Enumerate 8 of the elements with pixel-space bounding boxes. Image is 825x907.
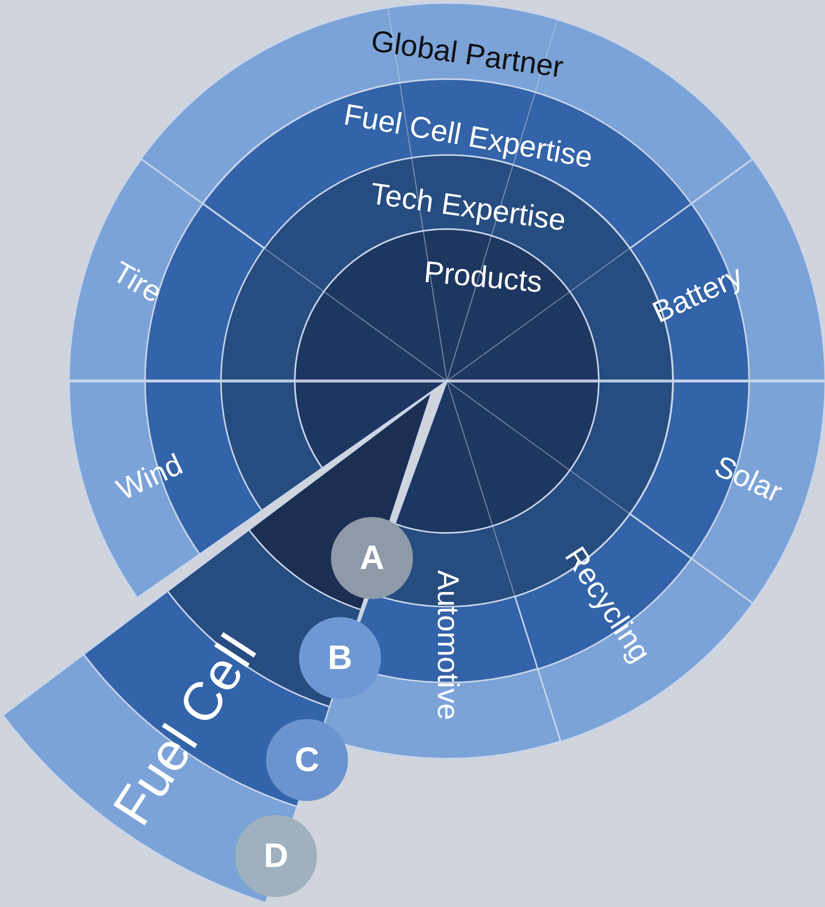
segment-label: Automotive xyxy=(432,570,462,720)
segment-label: Tire xyxy=(108,257,166,309)
segment-label: Tech Expertise xyxy=(368,179,568,237)
segment-label: Products xyxy=(422,258,544,298)
segment-label: Fuel Cell Expertise xyxy=(341,100,595,174)
segment-label: Wind xyxy=(112,450,188,506)
segment-label: Global Partner xyxy=(369,26,565,84)
segment-label: Solar xyxy=(710,452,786,508)
